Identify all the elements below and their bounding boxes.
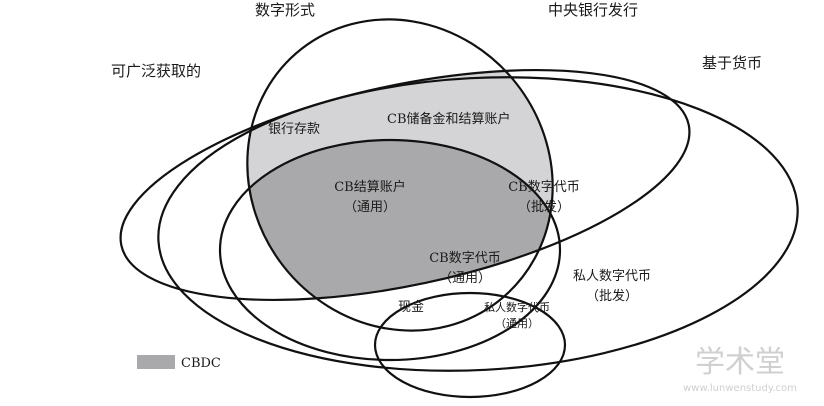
legend-label: CBDC (181, 356, 221, 371)
region-private-token-general-line1: 私人数字代币 (484, 300, 550, 314)
region-cb-accounts-line1: CB结算账户 (334, 179, 406, 195)
region-bank-deposits: 银行存款 (268, 122, 320, 137)
set-label-widely-accessible: 可广泛获取的 (111, 62, 201, 80)
watermark-logo: 学术堂 (695, 345, 785, 380)
region-cb-token-wholesale-line1: CB数字代币 (508, 180, 580, 195)
region-cb-token-general-line1: CB数字代币 (429, 251, 501, 266)
region-cb-token-wholesale-line2: （批发） (518, 199, 570, 215)
watermark-url: www.lunwenstudy.com (683, 383, 797, 394)
region-cash: 现金 (398, 299, 424, 315)
region-cb-token-general-line2: （通用） (439, 271, 491, 286)
set-label-digital: 数字形式 (255, 1, 315, 19)
legend-swatch (137, 355, 175, 369)
region-private-token-general-line2: （通用） (495, 317, 539, 330)
region-private-token-wholesale-line1: 私人数字代币 (573, 269, 651, 284)
set-label-central-bank: 中央银行发行 (548, 1, 638, 19)
region-cb-reserves: CB储备金和结算账户 (387, 111, 511, 127)
region-cb-accounts-line2: （通用） (344, 200, 396, 215)
set-label-token: 基于货币 (702, 54, 762, 72)
region-private-token-wholesale-line2: （批发） (586, 288, 638, 304)
